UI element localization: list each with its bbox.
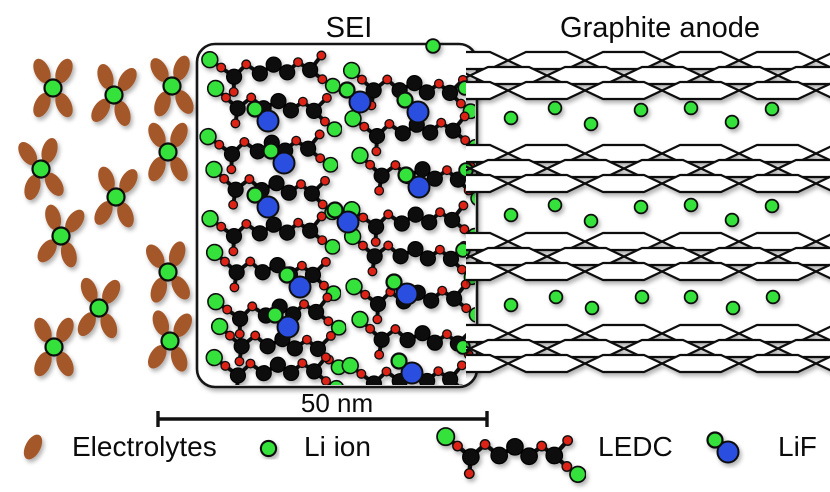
li-ion [547,197,563,213]
electrolyte-solvated-ion [12,133,70,205]
electrolyte-solvated-ion [88,162,144,232]
electrolyte-solvated-ion [142,306,198,376]
lif-icon [704,430,744,466]
electrolyte-petal-icon [20,430,46,464]
ledc-molecule-icon [436,424,586,484]
legend-label-li-ion: Li ion [304,431,371,462]
electrolyte-solvated-ion [31,199,91,273]
electrolyte-solvated-ion [85,59,143,131]
li-ion [683,289,699,305]
li-ion [503,297,519,313]
li-ion [633,199,649,215]
li-ion [724,212,740,228]
li-ion [583,116,599,132]
li-ion [765,289,781,305]
li-ion [584,300,600,316]
li-ion [683,100,699,116]
li-ion [503,207,519,223]
electrolyte-solvated-ion [144,51,200,121]
scale-bar-label: 50 nm [300,388,374,418]
electrolyte-solvated-ion [72,273,126,343]
li-ion [683,197,699,213]
li-ion [583,213,599,229]
li-ion [764,101,780,117]
li-ion [634,289,650,305]
legend-label-electrolytes: Electrolytes [72,431,217,462]
sei-region-label: SEI [325,12,373,44]
electrolyte-solvated-ion [29,315,79,379]
li-ion [547,100,563,116]
li-ion [633,102,649,118]
li-ion [724,114,740,130]
electrolyte-molecules [12,51,200,379]
legend-label-lif: LiF [778,431,817,462]
li-ion [503,110,519,126]
graphite-anode-region-label: Graphite anode [560,12,760,44]
electrolyte-solvated-ion [143,120,193,184]
li-ion [725,300,741,316]
li-ion-icon [259,439,278,458]
electrolyte-solvated-ion [28,56,78,120]
interlayer-li-ions [503,100,781,316]
li-ion [548,289,564,305]
li-ion [425,38,441,54]
li-ion [764,198,780,214]
scale-bar [156,411,489,427]
electrolyte-solvated-ion [140,237,196,307]
legend-label-ledc: LEDC [598,431,673,462]
graphite-layers [466,50,830,374]
